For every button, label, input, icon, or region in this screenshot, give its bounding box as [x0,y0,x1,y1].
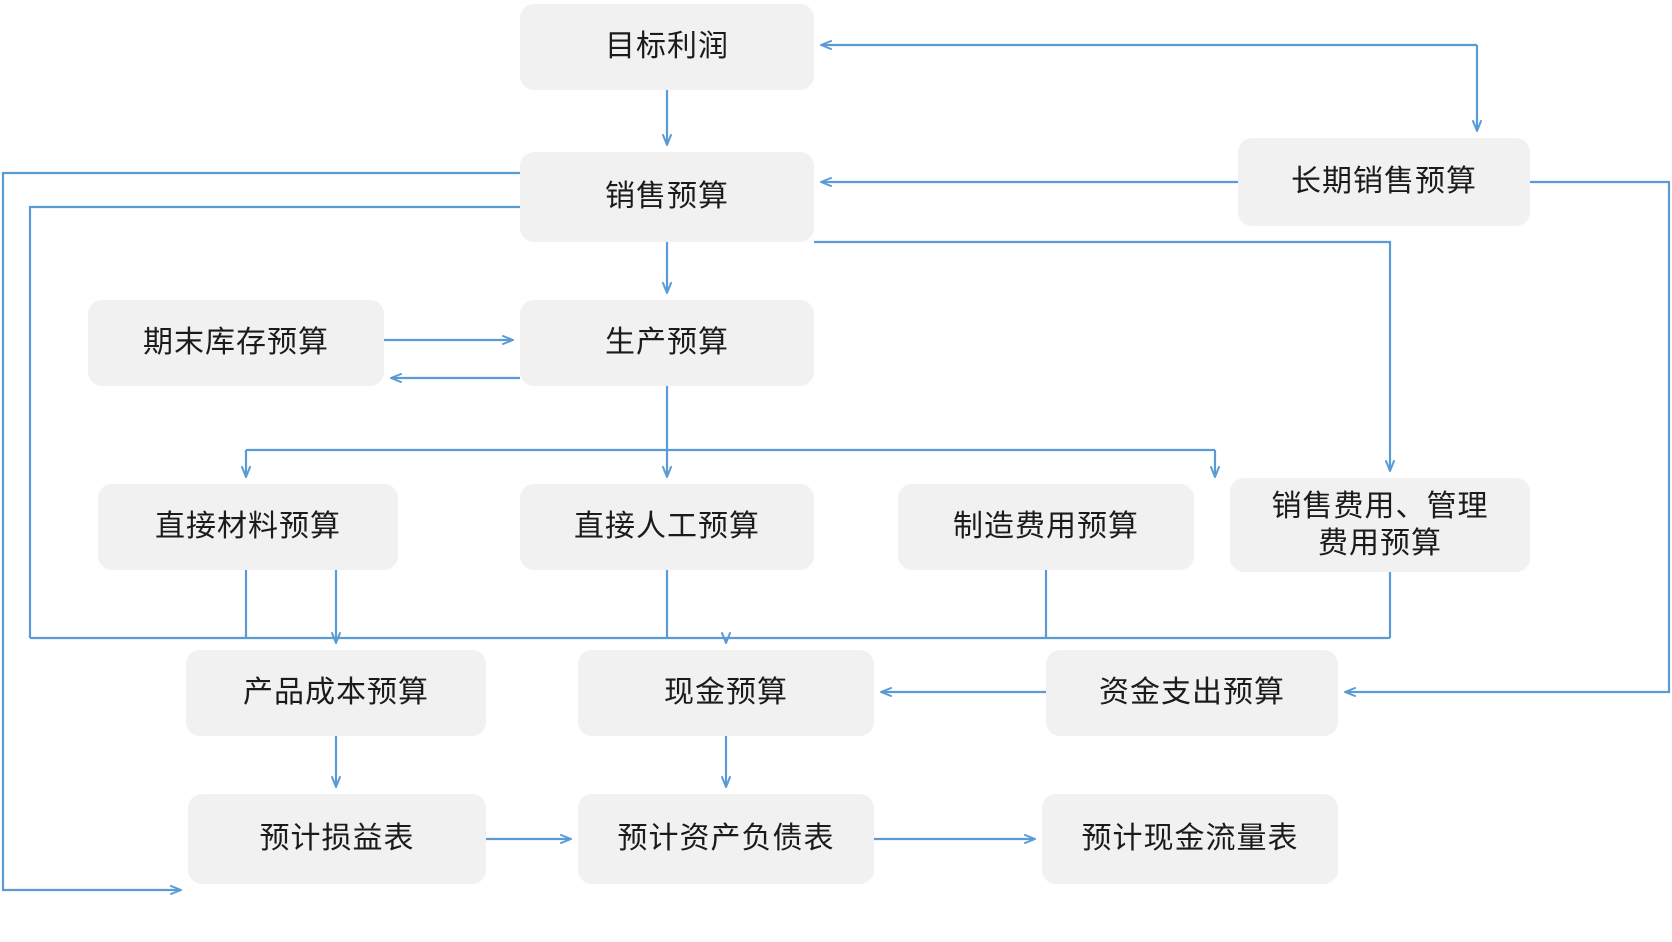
node-label-direct-labor: 直接人工预算 [574,510,760,544]
node-income-statement[interactable]: 预计损益表 [188,794,486,884]
node-label-capital-expenditure: 资金支出预算 [1099,676,1285,710]
node-label-direct-material: 直接材料预算 [155,510,341,544]
node-direct-labor[interactable]: 直接人工预算 [520,484,814,570]
node-label-target-profit: 目标利润 [605,30,729,64]
node-label-long-term-sales: 长期销售预算 [1291,165,1477,199]
node-production-budget[interactable]: 生产预算 [520,300,814,386]
node-sales-budget[interactable]: 销售预算 [520,152,814,242]
node-balance-sheet[interactable]: 预计资产负债表 [578,794,874,884]
node-long-term-sales[interactable]: 长期销售预算 [1238,138,1530,226]
edge-longterm-to-capex [1344,180,1671,697]
node-ending-inventory[interactable]: 期末库存预算 [88,300,384,386]
node-label-sales-budget: 销售预算 [605,180,729,214]
node-selling-admin[interactable]: 销售费用、管理 费用预算 [1230,478,1530,572]
node-direct-material[interactable]: 直接材料预算 [98,484,398,570]
node-manufacturing-oh[interactable]: 制造费用预算 [898,484,1194,570]
node-cash-flow-statement[interactable]: 预计现金流量表 [1042,794,1338,884]
edge-sales-to-selling-admin [814,240,1395,472]
node-product-cost[interactable]: 产品成本预算 [186,650,486,736]
node-label-ending-inventory: 期末库存预算 [143,326,329,360]
node-label-product-cost: 产品成本预算 [243,676,429,710]
node-capital-expenditure[interactable]: 资金支出预算 [1046,650,1338,736]
edge-production-distribution-bar [246,386,1215,452]
node-label-income-statement: 预计损益表 [259,822,415,856]
node-target-profit[interactable]: 目标利润 [520,4,814,90]
node-label-cash-budget: 现金预算 [664,676,788,710]
edge-sales-left-to-collector [28,205,520,638]
node-cash-budget[interactable]: 现金预算 [578,650,874,736]
node-label-cash-flow-statement: 预计现金流量表 [1081,822,1299,856]
node-label-manufacturing-oh: 制造费用预算 [953,510,1139,544]
node-label-balance-sheet: 预计资产负债表 [617,822,835,856]
node-label-production-budget: 生产预算 [605,326,729,360]
node-label-selling-admin: 销售费用、管理 费用预算 [1271,489,1489,561]
